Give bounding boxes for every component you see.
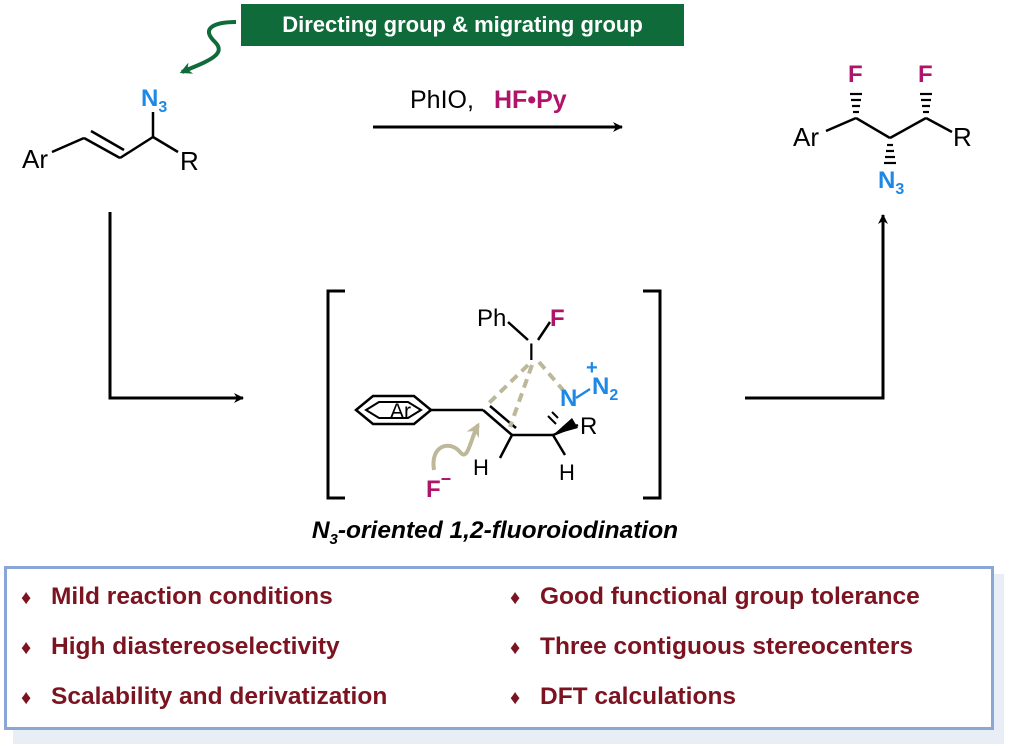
pathway-arrow-right xyxy=(745,214,888,400)
product-ar-label: Ar xyxy=(793,122,819,152)
int-i-label: I xyxy=(528,339,535,366)
summary-box: ♦Mild reaction conditions ♦Good function… xyxy=(4,566,994,730)
pathway-arrow-left xyxy=(108,212,244,403)
directing-group-label-box: Directing group & migrating group xyxy=(241,4,684,46)
int-h-left: H xyxy=(473,455,489,480)
int-r-label: R xyxy=(580,413,597,440)
intermediate-complex: Ar R H H Ph F I N + N2 xyxy=(354,305,618,503)
int-ph-label: Ph xyxy=(477,305,506,332)
diamond-icon: ♦ xyxy=(21,637,32,659)
reaction-scheme: Ar R N3 PhIO, HF•Py Ar R xyxy=(22,20,972,503)
directing-group-label: Directing group & migrating group xyxy=(282,12,643,37)
diamond-icon: ♦ xyxy=(21,687,32,709)
starting-material: Ar R N3 xyxy=(22,85,199,176)
diamond-icon: ♦ xyxy=(510,637,521,659)
diamond-icon: ♦ xyxy=(510,587,521,609)
int-h-right: H xyxy=(559,460,575,485)
feature-item: ♦High diastereoselectivity xyxy=(21,633,340,660)
feature-item: ♦Good functional group tolerance xyxy=(510,583,920,610)
product-f-left: F xyxy=(848,61,863,88)
bracket-right xyxy=(643,289,662,500)
product-r-label: R xyxy=(953,122,972,152)
int-plus-sign: + xyxy=(586,357,598,379)
feature-item: ♦DFT calculations xyxy=(510,683,737,710)
int-f-label: F xyxy=(550,305,565,332)
feature-item: ♦Three contiguous stereocenters xyxy=(510,633,914,660)
int-n-label: N xyxy=(560,385,577,412)
diamond-icon: ♦ xyxy=(21,587,32,609)
int-fluoride-label: F− xyxy=(426,469,451,503)
sm-r-label: R xyxy=(180,146,199,176)
product-f-right: F xyxy=(918,61,933,88)
reagent-phio: PhIO, xyxy=(410,86,474,114)
reagent-hf-py: HF•Py xyxy=(494,86,567,114)
green-curved-arrow xyxy=(179,20,237,74)
sm-ar-label: Ar xyxy=(22,144,48,174)
product: Ar R F F N3 xyxy=(793,61,972,198)
feature-item: ♦Mild reaction conditions xyxy=(21,583,333,610)
sm-n3-label: N3 xyxy=(141,85,167,116)
diamond-icon: ♦ xyxy=(510,687,521,709)
mechanism-caption: N3-oriented 1,2-fluoroiodination xyxy=(311,517,679,548)
feature-item: ♦Scalability and derivatization xyxy=(21,683,388,710)
product-n3-label: N3 xyxy=(878,167,904,198)
int-ar-label: Ar xyxy=(390,400,411,423)
bracket-left xyxy=(326,289,345,500)
int-n2-label: N2 xyxy=(592,373,618,404)
